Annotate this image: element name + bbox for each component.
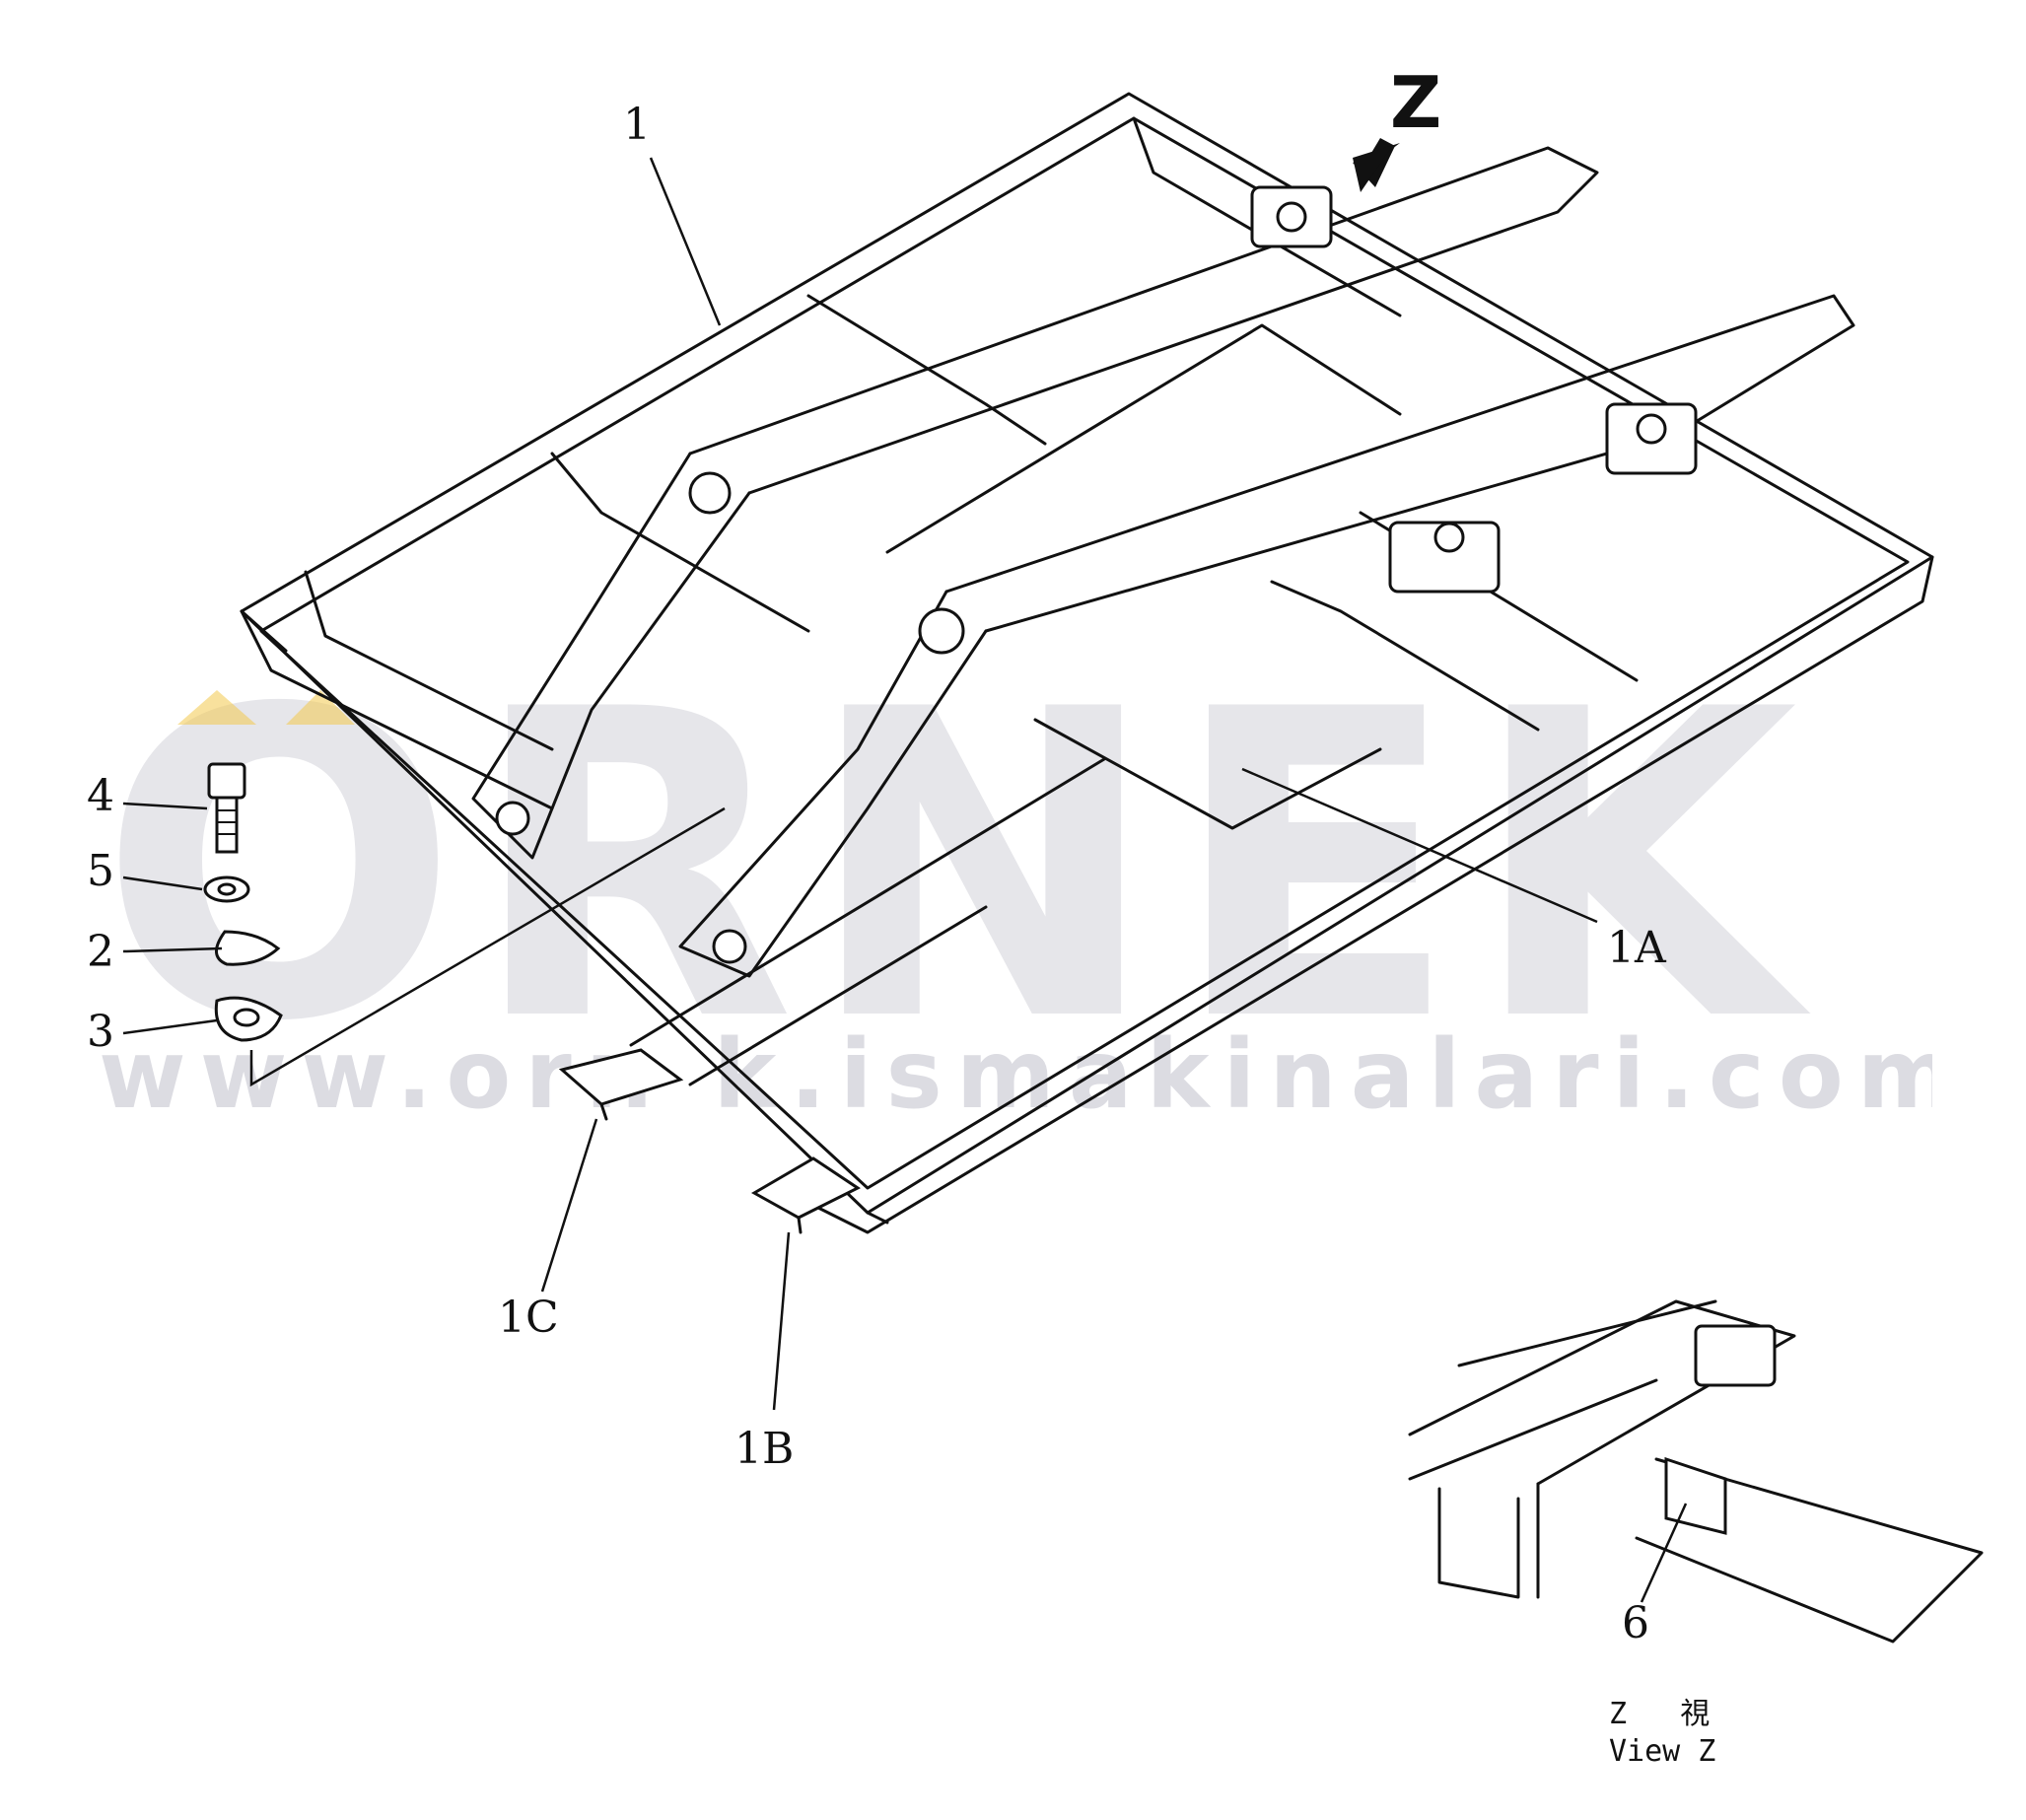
view-z-arrow [1353,138,1400,192]
callout-6: 6 [1622,1598,1649,1648]
callout-2: 2 [87,927,114,977]
callout-1a: 1A [1607,923,1666,973]
callout-1b: 1B [734,1424,795,1474]
callout-5: 5 [87,846,114,896]
detail-caption-line1: Z 視 [1609,1697,1711,1731]
callout-3: 3 [87,1007,114,1057]
leader-lines [122,157,1688,1603]
base-plates [558,1048,861,1234]
watermark-accent [177,690,355,725]
callout-1: 1 [623,100,651,150]
small-parts [203,762,283,1042]
detail-caption-line2: View Z [1609,1734,1716,1769]
watermark-brand: ÖRNEK [99,690,1808,1045]
detail-view-z [1408,1299,1984,1644]
watermark-url: www.orn k.ismakinalari.com.tr [99,1020,1932,1129]
callout-4: 4 [87,771,114,821]
frame-outline [240,92,1934,1234]
callout-1c: 1C [498,1293,559,1343]
callout-view-z: Z [1390,61,1442,144]
boom-arms [471,146,1855,978]
